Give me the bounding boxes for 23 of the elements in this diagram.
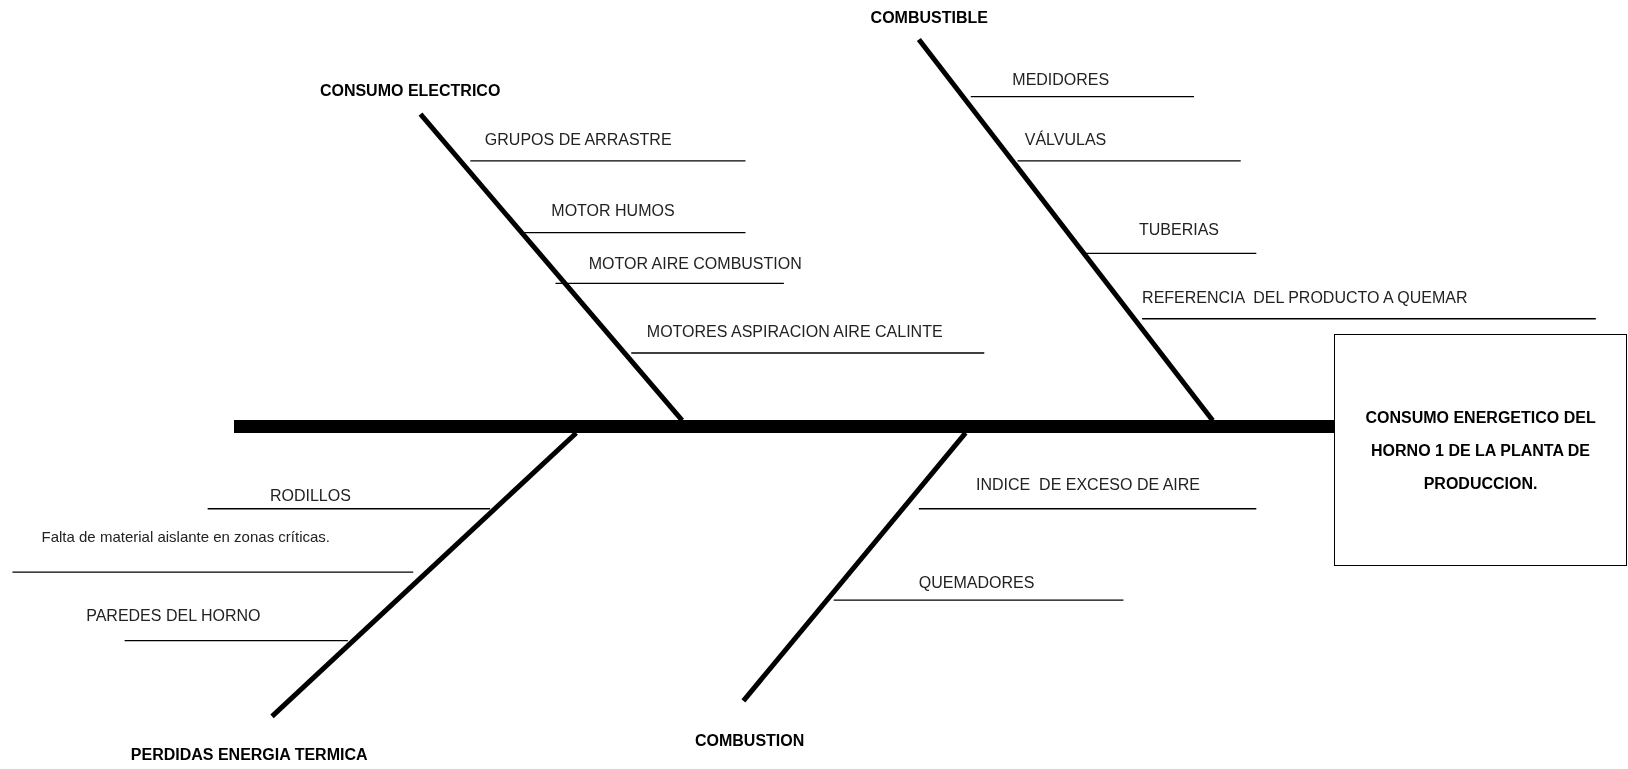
category-label: CONSUMO ELECTRICO (244, 81, 577, 101)
bone-line (418, 112, 685, 423)
cause-label: INDICE DE EXCESO DE AIRE (975, 475, 1201, 496)
cause-label: RODILLOS (269, 485, 351, 506)
cause-label: REFERENCIA DEL PRODUCTO A QUEMAR (1142, 287, 1468, 308)
category-label: COMBUSTION (583, 730, 916, 751)
cause-label: MOTORES ASPIRACION AIRE CALINTE (646, 321, 943, 342)
category-label: PERDIDAS ENERGIA TERMICA (83, 745, 416, 766)
cause-label: GRUPOS DE ARRASTRE (484, 129, 672, 150)
cause-label: PAREDES DEL HORNO (86, 606, 261, 627)
bone-line (916, 37, 1215, 423)
cause-label: MEDIDORES (1012, 69, 1110, 90)
cause-label: Falta de material aislante en zonas críticas. (41, 527, 331, 548)
category-label: COMBUSTIBLE (763, 8, 1096, 29)
effect-box: CONSUMO ENERGETICO DEL HORNO 1 DE LA PLANTA DE PRODUCCION. (1334, 334, 1627, 566)
cause-label: VÁLVULAS (1024, 129, 1107, 150)
bone-line (741, 431, 968, 703)
cause-label: MOTOR HUMOS (551, 201, 675, 222)
spine-bar (233, 420, 1335, 433)
cause-label: TUBERIAS (1138, 220, 1219, 241)
bone-line (270, 431, 578, 719)
cause-label: MOTOR AIRE COMBUSTION (588, 254, 802, 275)
cause-label: QUEMADORES (918, 573, 1035, 594)
